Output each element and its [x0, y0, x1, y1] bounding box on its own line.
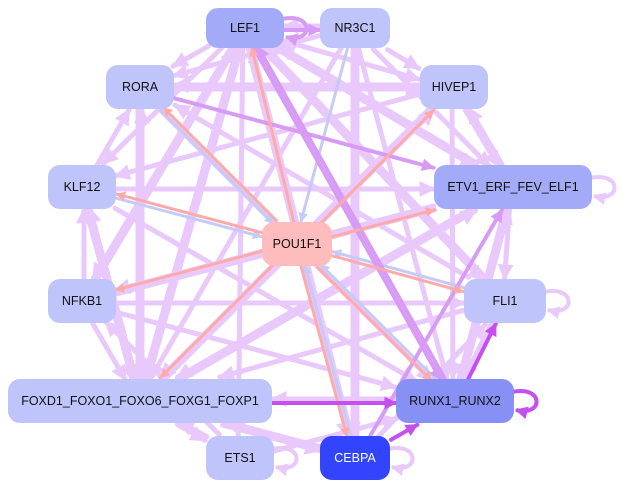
- edge-pou1f1-to-hivep1: [318, 108, 435, 225]
- edge-klf12-to-pou1f1: [113, 196, 263, 240]
- edge-nfkb1-to-lef1: [94, 46, 238, 283]
- node-label: ETV1_ERF_FEV_ELF1: [447, 180, 579, 194]
- node-label: ETS1: [224, 451, 256, 465]
- node-label: FLI1: [492, 294, 518, 308]
- edge-pou1f1-to-nfkb1: [113, 249, 263, 293]
- edge-lef1-to-ets1: [230, 45, 247, 439]
- edge-rora-to-etv1: [171, 96, 436, 171]
- edge-nr3c1-to-pou1f1: [298, 45, 350, 223]
- node-nfkb1[interactable]: NFKB1: [48, 279, 116, 323]
- edge-runx-to-fli1: [465, 321, 498, 382]
- node-label: CEBPA: [334, 451, 376, 465]
- node-label: RORA: [121, 80, 159, 94]
- edge-pou1f1-to-fli1: [329, 254, 465, 295]
- edge-fli1-to-rora: [172, 102, 471, 280]
- edge-ets1-to-fox: [177, 418, 210, 440]
- node-rora[interactable]: RORA: [106, 65, 174, 109]
- node-pou1f1[interactable]: POU1F1: [262, 222, 332, 266]
- node-hivep1[interactable]: HIVEP1: [420, 65, 488, 109]
- edge-pou1f1-to-rora: [161, 106, 278, 223]
- edge-rora-to-pou1f1: [159, 108, 276, 225]
- edge-lef1-to-runx: [252, 46, 443, 382]
- edge-pou1f1-to-fox: [159, 263, 276, 380]
- node-klf12[interactable]: KLF12: [48, 165, 116, 209]
- edge-fli1-to-lef1: [262, 44, 488, 281]
- edge-nr3c1-to-hivep1: [385, 47, 422, 71]
- edge-pou1f1-to-cebpa: [299, 265, 350, 439]
- edge-fox-to-etv1: [176, 208, 479, 384]
- edge-lef1-to-rora: [170, 43, 211, 69]
- node-label: FOXD1_FOXO1_FOXO6_FOXG1_FOXP1: [21, 394, 259, 408]
- edge-fli1-to-pou1f1: [331, 249, 467, 290]
- node-fli1[interactable]: FLI1: [464, 279, 546, 323]
- edge-etv1-to-hivep1: [466, 105, 505, 167]
- self-loop-ets1: [271, 446, 299, 476]
- edge-etv1-to-lef1: [277, 43, 480, 166]
- node-cebpa[interactable]: CEBPA: [320, 436, 390, 480]
- node-label: KLF12: [63, 180, 101, 194]
- edge-fli1-to-fox: [217, 307, 466, 381]
- self-loop-cebpa: [387, 446, 415, 476]
- edge-pou1f1-to-klf12: [115, 191, 265, 235]
- edge-runx-to-lef1: [256, 45, 447, 381]
- node-label: NFKB1: [61, 294, 103, 308]
- edge-nr3c1-to-fox: [148, 44, 345, 381]
- edge-klf12-to-rora: [93, 107, 132, 169]
- node-nr3c1[interactable]: NR3C1: [320, 8, 390, 48]
- edge-etv1-to-fox: [174, 204, 477, 380]
- node-label: POU1F1: [272, 237, 322, 251]
- edge-nfkb1-to-fox: [90, 321, 129, 383]
- self-loop-fli1: [543, 289, 571, 319]
- edge-pou1f1-to-etv1: [331, 207, 437, 239]
- node-fox[interactable]: FOXD1_FOXO1_FOXO6_FOXG1_FOXP1: [8, 379, 272, 423]
- node-lef1[interactable]: LEF1: [206, 8, 284, 48]
- node-label: LEF1: [230, 21, 260, 35]
- node-label: NR3C1: [334, 21, 376, 35]
- node-etv1[interactable]: ETV1_ERF_FEV_ELF1: [434, 165, 592, 209]
- node-label: RUNX1_RUNX2: [409, 394, 501, 408]
- edge-cebpa-to-runx: [388, 422, 420, 442]
- edge-klf12-to-runx: [112, 205, 419, 384]
- node-label: HIVEP1: [431, 80, 477, 94]
- edge-pou1f1-to-runx: [316, 265, 433, 382]
- self-loop-etv1: [589, 175, 617, 205]
- edge-pou1f1-to-lef1: [249, 46, 296, 224]
- self-loop-runx: [511, 389, 539, 419]
- node-runx[interactable]: RUNX1_RUNX2: [396, 379, 514, 423]
- edge-etv1-to-fli1: [497, 206, 514, 282]
- node-ets1[interactable]: ETS1: [206, 436, 274, 480]
- self-loop-lef1: [281, 16, 309, 46]
- edge-cebpa-to-pou1f1: [302, 263, 353, 437]
